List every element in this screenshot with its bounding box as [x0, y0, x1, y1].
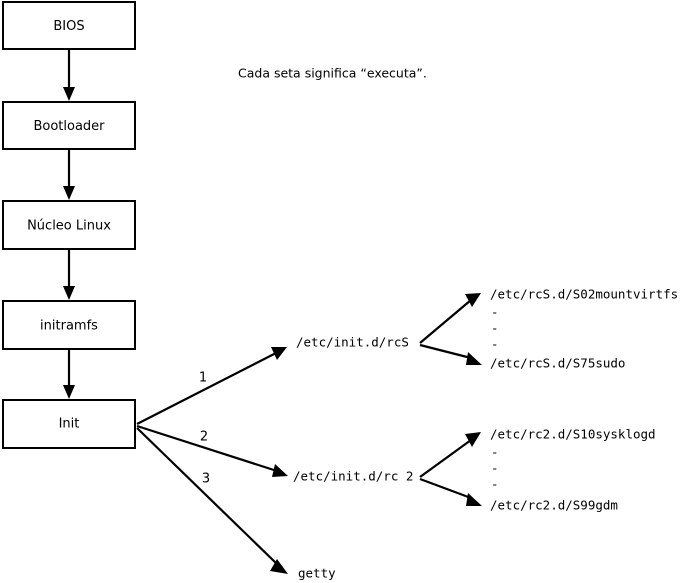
branch-1-label: /etc/init.d/rcS	[296, 335, 409, 350]
rc2-first-script: /etc/rc2.d/S10sysklogd	[490, 427, 656, 442]
node-kernel: Núcleo Linux	[2, 200, 136, 250]
branch-2-number: 2	[200, 430, 208, 445]
bootloader-label: Bootloader	[33, 119, 105, 134]
branch-1-number: 1	[199, 371, 207, 386]
rcs-ellipsis-dash-1: -	[491, 305, 499, 320]
rcs-first-script: /etc/rcS.d/S02mountvirtfs	[490, 287, 678, 302]
arrow-bios-to-bootloader	[63, 49, 75, 101]
init-label: Init	[59, 417, 80, 432]
arrow-init-to-getty	[136, 427, 288, 574]
branch-3-number: 3	[202, 472, 210, 487]
arrow-rc2-to-first-script	[419, 432, 481, 478]
rc2-ellipsis-dash-1: -	[491, 445, 499, 460]
arrow-bootloader-to-kernel	[63, 149, 75, 200]
branch-2-label: /etc/init.d/rc 2	[293, 469, 413, 484]
bios-label: BIOS	[53, 19, 84, 34]
bios-box	[2, 1, 136, 50]
rcs-ellipsis-dash-3: -	[491, 337, 499, 352]
rcs-last-script: /etc/rcS.d/S75sudo	[490, 356, 625, 371]
initramfs-label: initramfs	[40, 319, 98, 334]
branch-3-label: getty	[298, 566, 336, 581]
init-box	[2, 399, 136, 449]
rcs-ellipsis-dash-2: -	[491, 321, 499, 336]
arrow-init-to-rc2	[136, 424, 288, 477]
arrow-initramfs-to-init	[63, 349, 75, 399]
arrow-kernel-to-initramfs	[63, 249, 75, 300]
node-initramfs: initramfs	[2, 300, 136, 350]
arrow-rcs-to-last-script	[419, 343, 482, 365]
arrow-init-to-rcs	[136, 347, 287, 425]
node-bios: BIOS	[2, 1, 136, 50]
kernel-label: Núcleo Linux	[27, 219, 111, 234]
initramfs-box	[2, 300, 136, 350]
node-bootloader: Bootloader	[2, 101, 136, 150]
diagram-caption: Cada seta significa “executa”.	[238, 66, 427, 81]
rc2-ellipsis-dash-3: -	[491, 477, 499, 492]
arrow-rcs-to-first-script	[419, 293, 481, 344]
rc2-last-script: /etc/rc2.d/S99gdm	[490, 498, 618, 513]
node-init: Init	[2, 399, 136, 449]
rc2-ellipsis-dash-2: -	[491, 461, 499, 476]
arrow-rc2-to-last-script	[419, 477, 482, 506]
bootloader-box	[2, 101, 136, 150]
